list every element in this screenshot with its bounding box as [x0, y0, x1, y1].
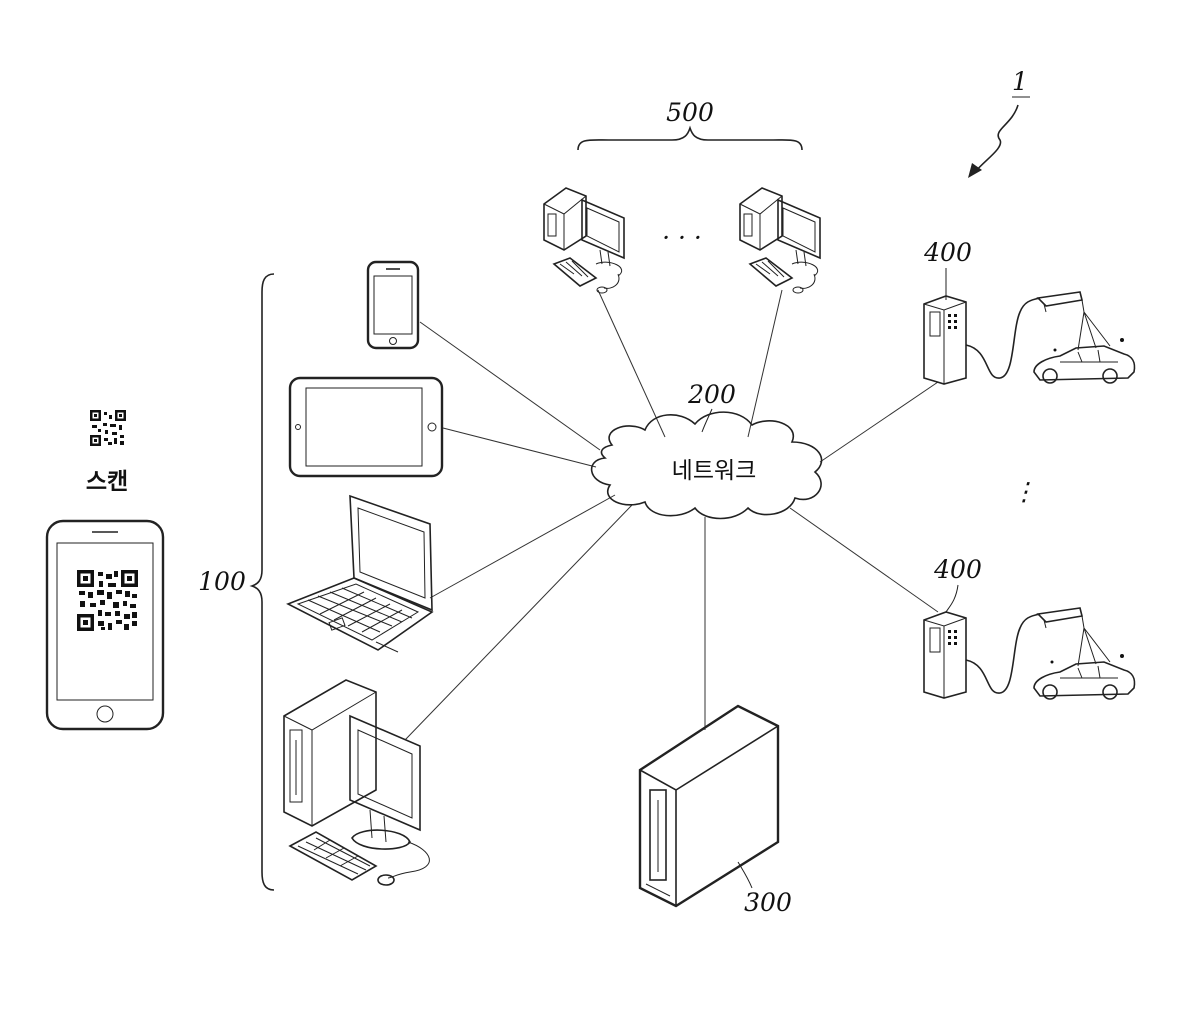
link-admin-2 [748, 290, 782, 437]
user-terminals-brace [252, 274, 274, 890]
network-ref-leader [702, 409, 712, 432]
link-laptop [430, 495, 615, 598]
admin-brace [578, 128, 802, 150]
car-wash-device-top: 400 [923, 238, 1134, 384]
network-cloud: 네트워크 200 [592, 380, 822, 519]
network-ref: 200 [687, 380, 736, 409]
link-smartphone [420, 322, 600, 450]
link-tablet [443, 428, 596, 467]
figure-ref: 1 [1012, 67, 1028, 96]
qr-code-small [90, 410, 126, 446]
scan-phone [47, 521, 163, 729]
washer-bottom-ref: 400 [933, 555, 982, 584]
server-ref-leader [738, 862, 752, 888]
admin-terminals: 500 · · · [544, 98, 820, 293]
scan-label: 스캔 [86, 469, 128, 495]
network-label: 네트워크 [672, 458, 757, 484]
figure-ref-group: 1 [968, 67, 1030, 178]
desktop-computer [284, 680, 429, 885]
admin-ref: 500 [666, 98, 714, 127]
smartphone [368, 262, 418, 348]
admin-more-dots: · · · [662, 223, 702, 252]
tablet [290, 378, 442, 476]
user-terminals: 100 [198, 262, 442, 890]
admin-desktop-1 [544, 188, 624, 293]
washer-more-dots: ⋮ [1012, 477, 1037, 506]
car-wash-devices: ⋮ 400 400 [923, 238, 1134, 699]
link-desktop [405, 505, 632, 740]
washer-top-ref: 400 [923, 238, 972, 267]
laptop [288, 496, 432, 652]
link-admin-1 [598, 290, 665, 437]
figure-ref-arrow [975, 105, 1018, 172]
qr-code-large [77, 570, 138, 631]
car-wash-device-bottom: 400 [924, 555, 1135, 699]
server-ref: 300 [744, 888, 792, 917]
link-washer-top [820, 382, 938, 462]
scan-group: 스캔 [47, 410, 163, 729]
user-terminals-ref: 100 [198, 567, 246, 596]
admin-desktop-2 [740, 188, 820, 293]
link-washer-bottom [790, 508, 938, 612]
server: 300 [640, 706, 792, 917]
